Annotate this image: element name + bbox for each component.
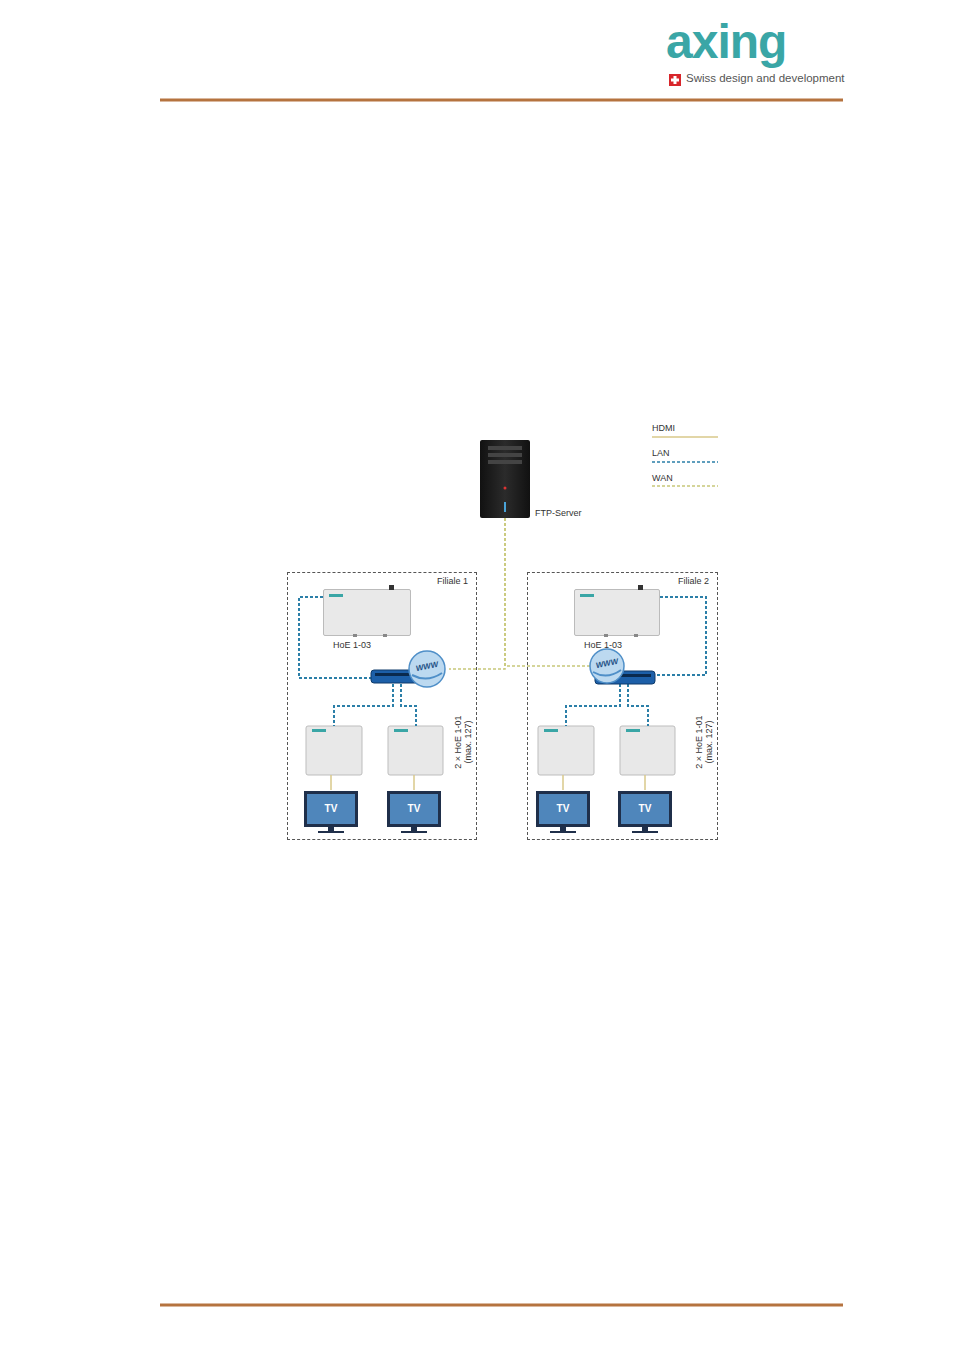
router-globe-shape — [369, 651, 449, 689]
device-label: HoE 1-03 — [333, 640, 371, 650]
lan-link — [657, 597, 706, 675]
legend-entry: HDMI — [652, 423, 675, 433]
lan-wires — [334, 684, 648, 726]
tv-shape — [387, 791, 441, 841]
encoder-device: HoE 1-03 — [574, 589, 660, 636]
server-tower: FTP-Server — [480, 440, 530, 518]
unit-count: 2 × HoE 1-01 (max. 127) — [454, 711, 474, 773]
header-rule — [160, 99, 843, 102]
router-globe: WWW — [591, 648, 661, 686]
device-label: FTP-Server — [535, 508, 582, 518]
hdmi-wires — [331, 775, 645, 790]
legend-lan-sample — [652, 461, 718, 463]
branch-region: Filiale 2HoE 1-03WWWTVTV — [527, 572, 718, 840]
branch-title: Filiale 1 — [437, 576, 468, 586]
tv-shape — [618, 791, 672, 841]
tv-shape — [536, 791, 590, 841]
screen-label: TV — [304, 791, 358, 827]
tv-screen: TV — [304, 791, 366, 841]
branch-title: Filiale 2 — [678, 576, 709, 586]
footer-rule — [160, 1304, 843, 1307]
device-label: HoE 1-03 — [584, 640, 622, 650]
tv-screen: TV — [536, 791, 598, 841]
legend-entry: LAN — [652, 448, 670, 458]
tower-detail — [480, 440, 530, 518]
unit-marks — [312, 729, 640, 732]
tv-screen: TV — [618, 791, 680, 841]
screen-label: TV — [387, 791, 441, 827]
legend-entry: WAN — [652, 473, 673, 483]
router-globe: WWW — [369, 651, 449, 689]
device-detail — [574, 583, 660, 636]
wan-link — [449, 518, 505, 669]
encoder-device: HoE 1-03 — [323, 589, 411, 636]
branch-region: Filiale 1HoE 1-03WWWTVTV — [287, 572, 477, 840]
device-detail — [323, 583, 411, 636]
screen-label: TV — [536, 791, 590, 827]
screen-label: TV — [618, 791, 672, 827]
legend-wan-sample — [652, 485, 718, 487]
hoe-1-01-units — [306, 726, 675, 775]
brand-tagline: Swiss design and development — [686, 73, 845, 85]
legend-hdmi-sample — [652, 436, 718, 438]
tv-shape — [304, 791, 358, 841]
swiss-cross — [669, 74, 681, 86]
unit-count: 2 × HoE 1-01 (max. 127) — [695, 711, 715, 773]
tv-screen: TV — [387, 791, 449, 841]
brand-logo: axing — [666, 18, 786, 66]
